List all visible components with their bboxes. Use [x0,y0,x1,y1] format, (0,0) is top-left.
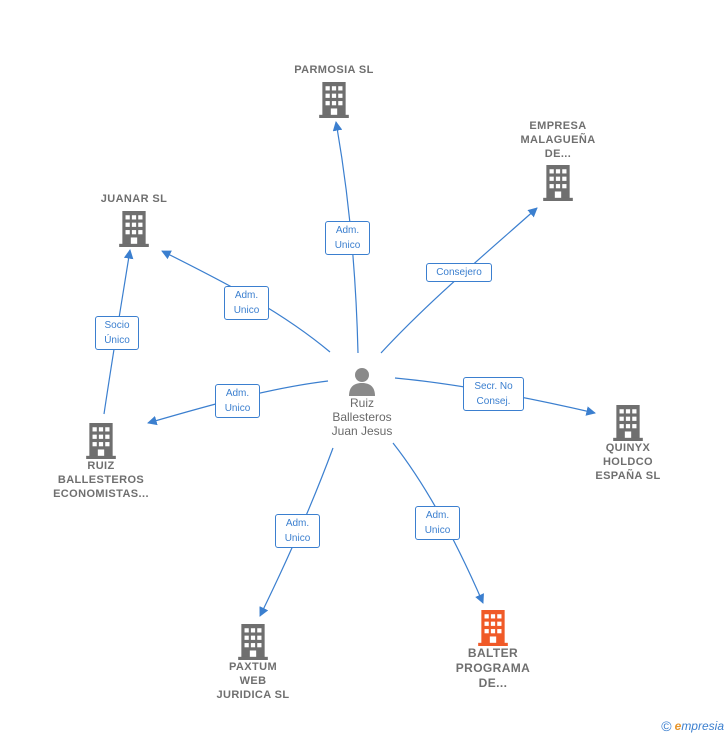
company-name: PARMOSIA SL [294,64,374,76]
relation-label-quinyx: Secr. No Consej. [463,377,524,411]
relation-label-ruizballesteros: Adm. Unico [215,384,260,418]
building-icon [478,610,508,646]
relation-label-malaguena: Consejero [426,263,492,282]
building-icon [319,82,349,118]
building-icon [238,624,268,660]
person-icon [349,368,375,396]
company-name: JUANAR SL [100,193,168,205]
company-node-juanar[interactable]: JUANAR SL [76,192,192,247]
building-icon [86,423,116,459]
relation-label-balter: Adm. Unico [415,506,460,540]
company-node-malaguena[interactable]: EMPRESA MALAGUEÑA DE... [500,119,616,201]
building-icon [543,165,573,201]
company-name: BALTER PROGRAMA DE... [455,646,531,690]
company-node-parmosia[interactable]: PARMOSIA SL [276,63,392,118]
brand-logo: empresia [674,719,724,733]
company-name: RUIZ BALLESTEROS ECONOMISTAS... [53,460,149,500]
building-icon [613,405,643,441]
relation-label-paxtum: Adm. Unico [275,514,320,548]
relation-label-parmosia: Adm. Unico [325,221,370,255]
person-name: Ruiz Ballesteros Juan Jesus [331,396,393,438]
company-node-quinyx[interactable]: QUINYX HOLDCO ESPAÑA SL [578,405,678,483]
company-name: EMPRESA MALAGUEÑA DE... [520,120,596,160]
company-name: PAXTUM WEB JURIDICA SL [216,661,290,701]
copyright-icon: © [661,718,672,734]
company-node-balter[interactable]: BALTER PROGRAMA DE... [440,610,546,691]
company-name: QUINYX HOLDCO ESPAÑA SL [595,442,661,482]
company-node-paxtum[interactable]: PAXTUM WEB JURIDICA SL [200,624,306,702]
company-node-ruizballesteros[interactable]: RUIZ BALLESTEROS ECONOMISTAS... [42,423,160,501]
relation-label-juanar: Adm. Unico [224,286,269,320]
relation-label-socio: Socio Único [95,316,139,350]
footer-branding: © empresia [661,718,724,734]
person-node[interactable]: Ruiz Ballesteros Juan Jesus [320,366,404,438]
building-icon [119,211,149,247]
